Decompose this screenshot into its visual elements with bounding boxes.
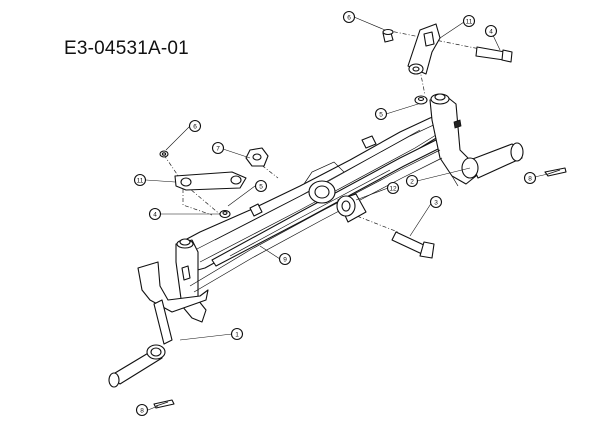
svg-text:2: 2 [410, 178, 414, 185]
diagram-title: E3-04531A-01 [64, 38, 189, 59]
tie-rod [189, 149, 443, 293]
hex-nut-7 [245, 147, 269, 167]
svg-text:6: 6 [193, 123, 197, 130]
svg-text:9: 9 [283, 256, 287, 263]
svg-text:8: 8 [140, 407, 144, 414]
left-spindle [108, 238, 209, 388]
callout-6-left: 6 [188, 119, 202, 133]
callout-11-left: 11 [133, 173, 147, 187]
bushing-12 [336, 193, 367, 223]
svg-text:4: 4 [489, 28, 493, 35]
callout-5-upper: 5 [374, 107, 388, 121]
left-steering-arm [174, 171, 247, 191]
callout-8-right: 8 [523, 171, 537, 185]
svg-text:7: 7 [216, 145, 220, 152]
svg-text:1: 1 [235, 331, 239, 338]
callout-12: 12 [386, 181, 400, 195]
callout-7: 7 [211, 141, 225, 155]
callout-11-upper: 11 [462, 14, 476, 28]
svg-text:3: 3 [434, 199, 438, 206]
right-spindle [429, 93, 524, 187]
callout-6-upper: 6 [342, 10, 356, 24]
upper-nut [382, 28, 394, 43]
svg-text:8: 8 [528, 175, 532, 182]
cotter-pin-right [544, 167, 567, 177]
cotter-pin-left [153, 399, 175, 409]
upper-steering-arm [407, 23, 441, 75]
left-nut [159, 150, 169, 158]
callout-5-left: 5 [254, 179, 268, 193]
svg-text:11: 11 [137, 177, 144, 184]
callout-8-left: 8 [135, 403, 149, 417]
axle-beam [184, 112, 453, 273]
callout-4-left: 4 [148, 207, 162, 221]
callout-1: 1 [230, 327, 244, 341]
leader-lines [145, 16, 549, 411]
svg-text:4: 4 [153, 211, 157, 218]
upper-washer [414, 95, 428, 105]
svg-text:12: 12 [389, 185, 397, 192]
svg-text:6: 6 [347, 14, 351, 21]
callout-9: 9 [278, 252, 292, 266]
svg-text:5: 5 [379, 111, 383, 118]
svg-text:11: 11 [466, 18, 473, 25]
pivot-bolt-3 [391, 231, 435, 259]
svg-text:5: 5 [259, 183, 263, 190]
upper-bolt [475, 46, 513, 63]
callout-4-upper: 4 [484, 24, 498, 38]
callout-2: 2 [405, 174, 419, 188]
callout-3: 3 [429, 195, 443, 209]
callouts: 6 11 4 5 6 7 11 5 4 12 2 8 3 9 1 8 [133, 10, 537, 417]
left-washer [219, 209, 231, 219]
